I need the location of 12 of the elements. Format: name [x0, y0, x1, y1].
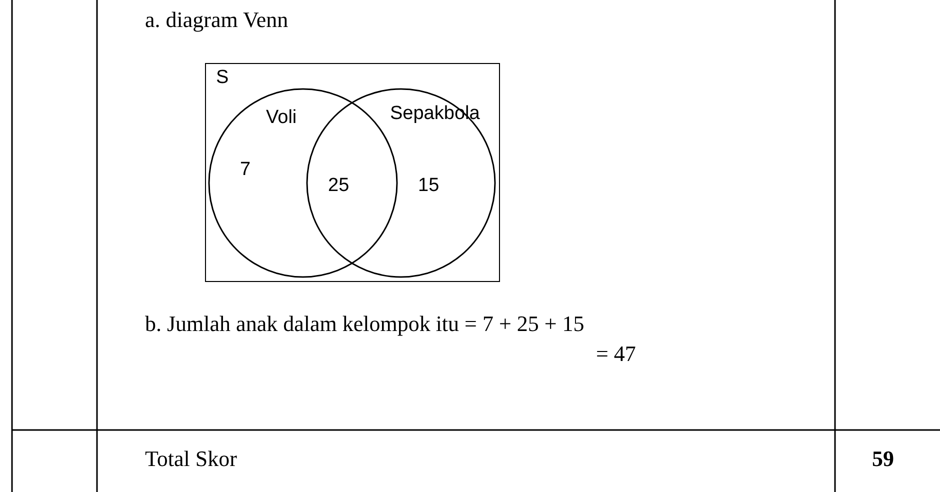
- universal-set-box: [205, 63, 500, 282]
- set-label: Voli: [266, 108, 297, 129]
- region-count: 15: [418, 176, 440, 197]
- region-count: 25: [328, 176, 350, 197]
- answer-result: = 47: [596, 342, 636, 366]
- answer-text: b. Jumlah anak dalam kelompok itu = 7 + 25 + 15: [145, 312, 584, 336]
- total-label: Total Skor: [145, 447, 237, 472]
- item-heading: a. diagram Venn: [145, 8, 288, 32]
- set-circle: [306, 88, 496, 278]
- total-score: 59: [872, 447, 894, 472]
- region-count: 7: [240, 160, 251, 181]
- set-label: S: [216, 68, 229, 89]
